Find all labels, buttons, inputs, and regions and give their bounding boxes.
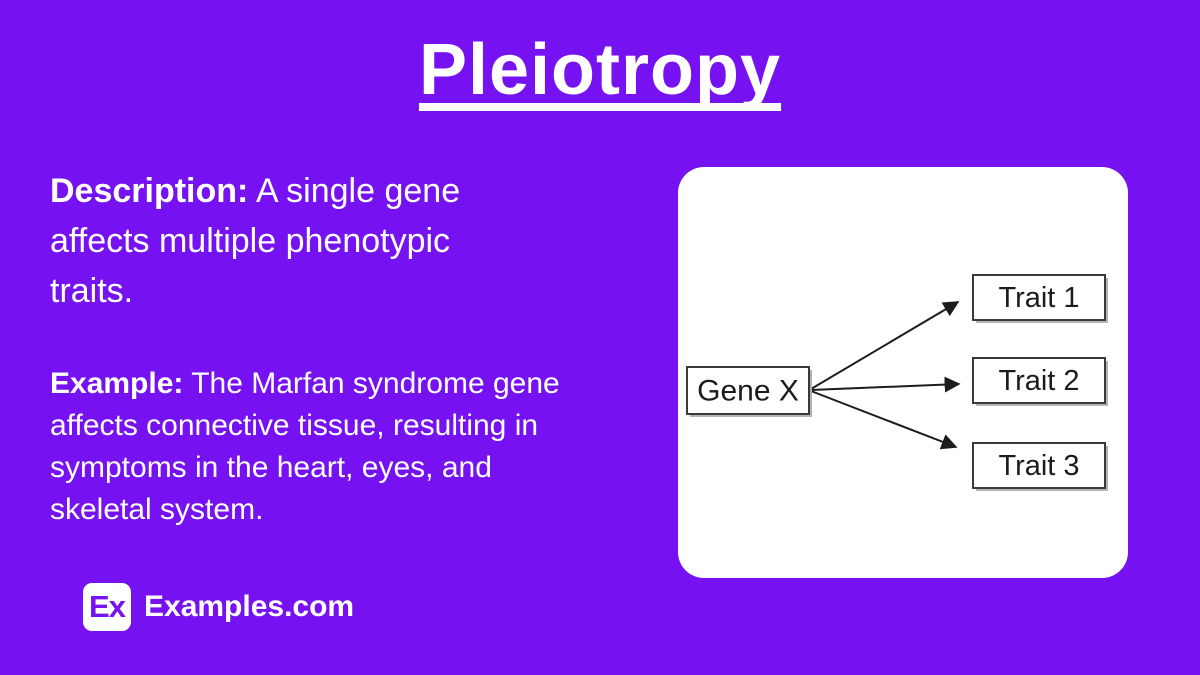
page-title: Pleiotropy	[418, 30, 782, 110]
arrow-gene-to-trait1	[810, 301, 960, 390]
arrow-gene-to-trait3	[810, 390, 958, 450]
logo-wordmark: Examples.com	[144, 590, 355, 623]
example-line: Example: The Marfan syndrome gene	[50, 363, 560, 405]
trait3-box	[972, 442, 1106, 489]
brand-logo: Ex Examples.com	[83, 583, 354, 631]
pleiotropy-diagram: Gene X Trait 1 Trait 2 Trait 3	[686, 274, 1108, 491]
example-label: Example:	[50, 367, 184, 400]
trait1-node: Trait 1	[972, 274, 1108, 323]
gene-label: Gene X	[697, 375, 799, 408]
trait2-node: Trait 2	[972, 357, 1108, 406]
example-text: The Marfan syndrome gene	[191, 367, 560, 400]
examples-logo-icon: Ex	[83, 583, 131, 631]
arrow-gene-to-trait2	[810, 376, 961, 393]
logo-badge-text: Ex	[89, 589, 126, 624]
description-block: Description: A single gene affects multi…	[50, 166, 460, 316]
trait2-box	[972, 357, 1106, 404]
description-line: traits.	[50, 272, 134, 310]
trait2-label: Trait 2	[998, 365, 1079, 397]
example-line: symptoms in the heart, eyes, and	[50, 451, 492, 484]
example-block: Example: The Marfan syndrome gene affect…	[50, 363, 560, 531]
gene-box	[686, 366, 810, 415]
trait3-node: Trait 3	[972, 442, 1108, 491]
diagram-card: Gene X Trait 1 Trait 2 Trait 3	[678, 167, 1128, 578]
description-text: A single gene	[255, 172, 461, 210]
description-line: Description: A single gene	[50, 166, 460, 216]
trait1-box	[972, 274, 1106, 321]
description-line: affects multiple phenotypic	[50, 222, 451, 260]
trait3-label: Trait 3	[998, 450, 1079, 482]
description-label: Description:	[50, 172, 249, 210]
example-line: skeletal system.	[50, 493, 264, 526]
gene-node: Gene X	[686, 366, 812, 417]
example-line: affects connective tissue, resulting in	[50, 409, 539, 442]
trait1-label: Trait 1	[998, 282, 1079, 314]
